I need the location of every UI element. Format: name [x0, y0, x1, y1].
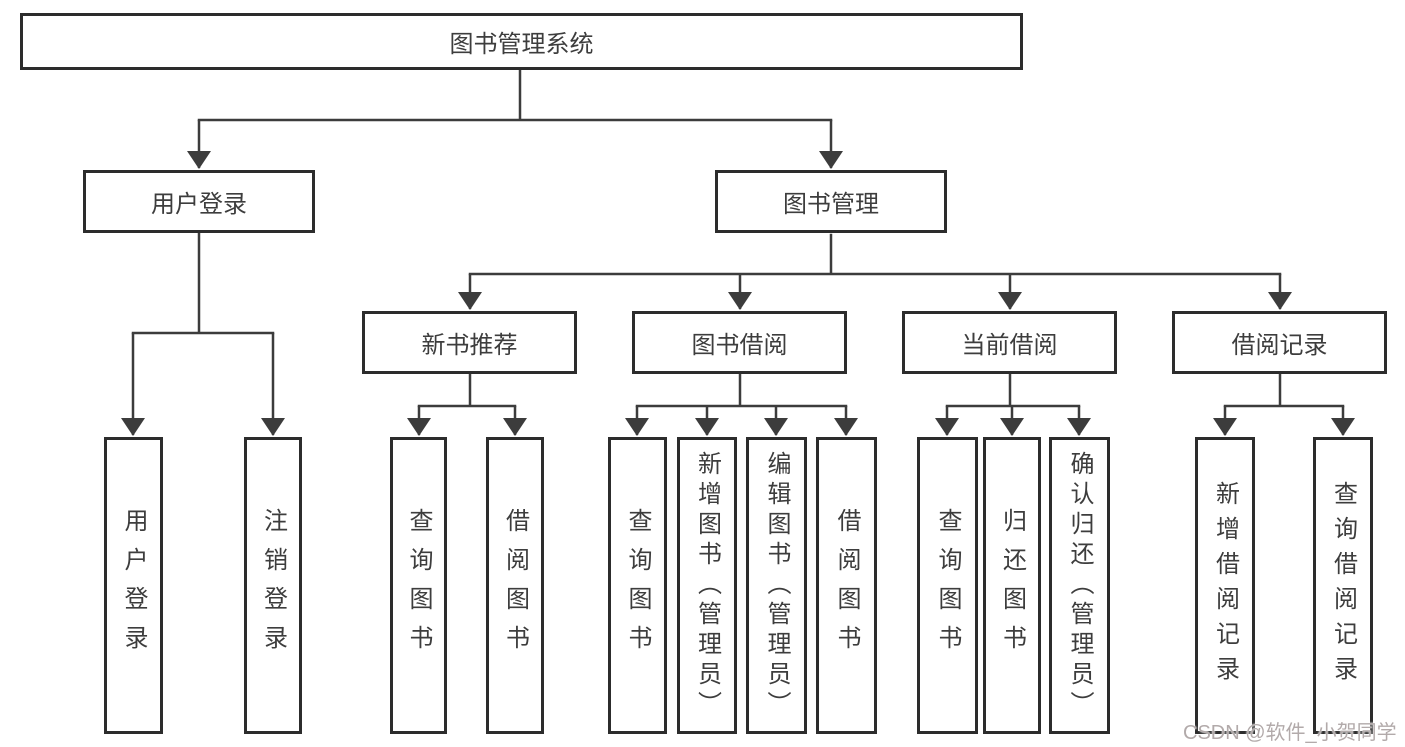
leaf-borrow-book-label: 借阅图书: [833, 507, 860, 664]
leaf-add-book-admin-label: 新增图书（管理员）: [693, 450, 721, 721]
node-user-login-label: 用户登录: [151, 191, 247, 218]
leaf-borrow-query-book-label: 查询图书: [624, 507, 651, 664]
node-book-borrow-label: 图书借阅: [691, 332, 788, 359]
leaf-logout: 注销登录: [244, 437, 302, 734]
node-borrow-records: 借阅记录: [1172, 311, 1387, 374]
leaf-return-book-label: 归还图书: [998, 507, 1026, 664]
leaf-borrow-book: 借阅图书: [816, 437, 877, 734]
leaf-borrow-query-book: 查询图书: [608, 437, 667, 734]
node-book-management: 图书管理: [715, 170, 947, 233]
node-root-label: 图书管理系统: [449, 31, 594, 58]
node-current-borrow: 当前借阅: [902, 311, 1117, 374]
leaf-confirm-return-admin: 确认归还（管理员）: [1049, 437, 1110, 734]
leaf-logout-label: 注销登录: [259, 507, 287, 664]
node-book-management-label: 图书管理: [783, 191, 879, 218]
leaf-recommend-borrow-book-label: 借阅图书: [501, 507, 529, 664]
leaf-current-query-book: 查询图书: [917, 437, 978, 734]
tree-arrows: [121, 120, 1355, 436]
leaf-return-book: 归还图书: [983, 437, 1041, 734]
leaf-recommend-borrow-book: 借阅图书: [486, 437, 544, 734]
leaf-add-borrow-record: 新增借阅记录: [1195, 437, 1255, 734]
leaf-user-login: 用户登录: [104, 437, 163, 734]
leaf-user-login-label: 用户登录: [120, 507, 147, 664]
node-borrow-records-label: 借阅记录: [1231, 332, 1328, 359]
node-user-login: 用户登录: [83, 170, 315, 233]
node-new-book-recommend: 新书推荐: [362, 311, 577, 374]
node-root: 图书管理系统: [20, 13, 1023, 70]
node-book-borrow: 图书借阅: [632, 311, 847, 374]
leaf-current-query-book-label: 查询图书: [934, 507, 961, 664]
leaf-add-borrow-record-label: 新增借阅记录: [1211, 480, 1239, 691]
leaf-query-borrow-record-label: 查询借阅记录: [1329, 480, 1357, 691]
tree-skeleton: [131, 67, 1345, 408]
node-current-borrow-label: 当前借阅: [961, 332, 1058, 359]
csdn-watermark: CSDN @软件_小贺同学: [1183, 722, 1397, 744]
node-new-book-recommend-label: 新书推荐: [421, 332, 518, 359]
leaf-recommend-query-book: 查询图书: [390, 437, 447, 734]
leaf-add-book-admin: 新增图书（管理员）: [677, 437, 737, 734]
leaf-edit-book-admin: 编辑图书（管理员）: [746, 437, 807, 734]
leaf-confirm-return-admin-label: 确认归还（管理员）: [1066, 450, 1093, 721]
leaf-edit-book-admin-label: 编辑图书（管理员）: [763, 450, 790, 721]
leaf-query-borrow-record: 查询借阅记录: [1313, 437, 1373, 734]
leaf-recommend-query-book-label: 查询图书: [405, 507, 432, 664]
